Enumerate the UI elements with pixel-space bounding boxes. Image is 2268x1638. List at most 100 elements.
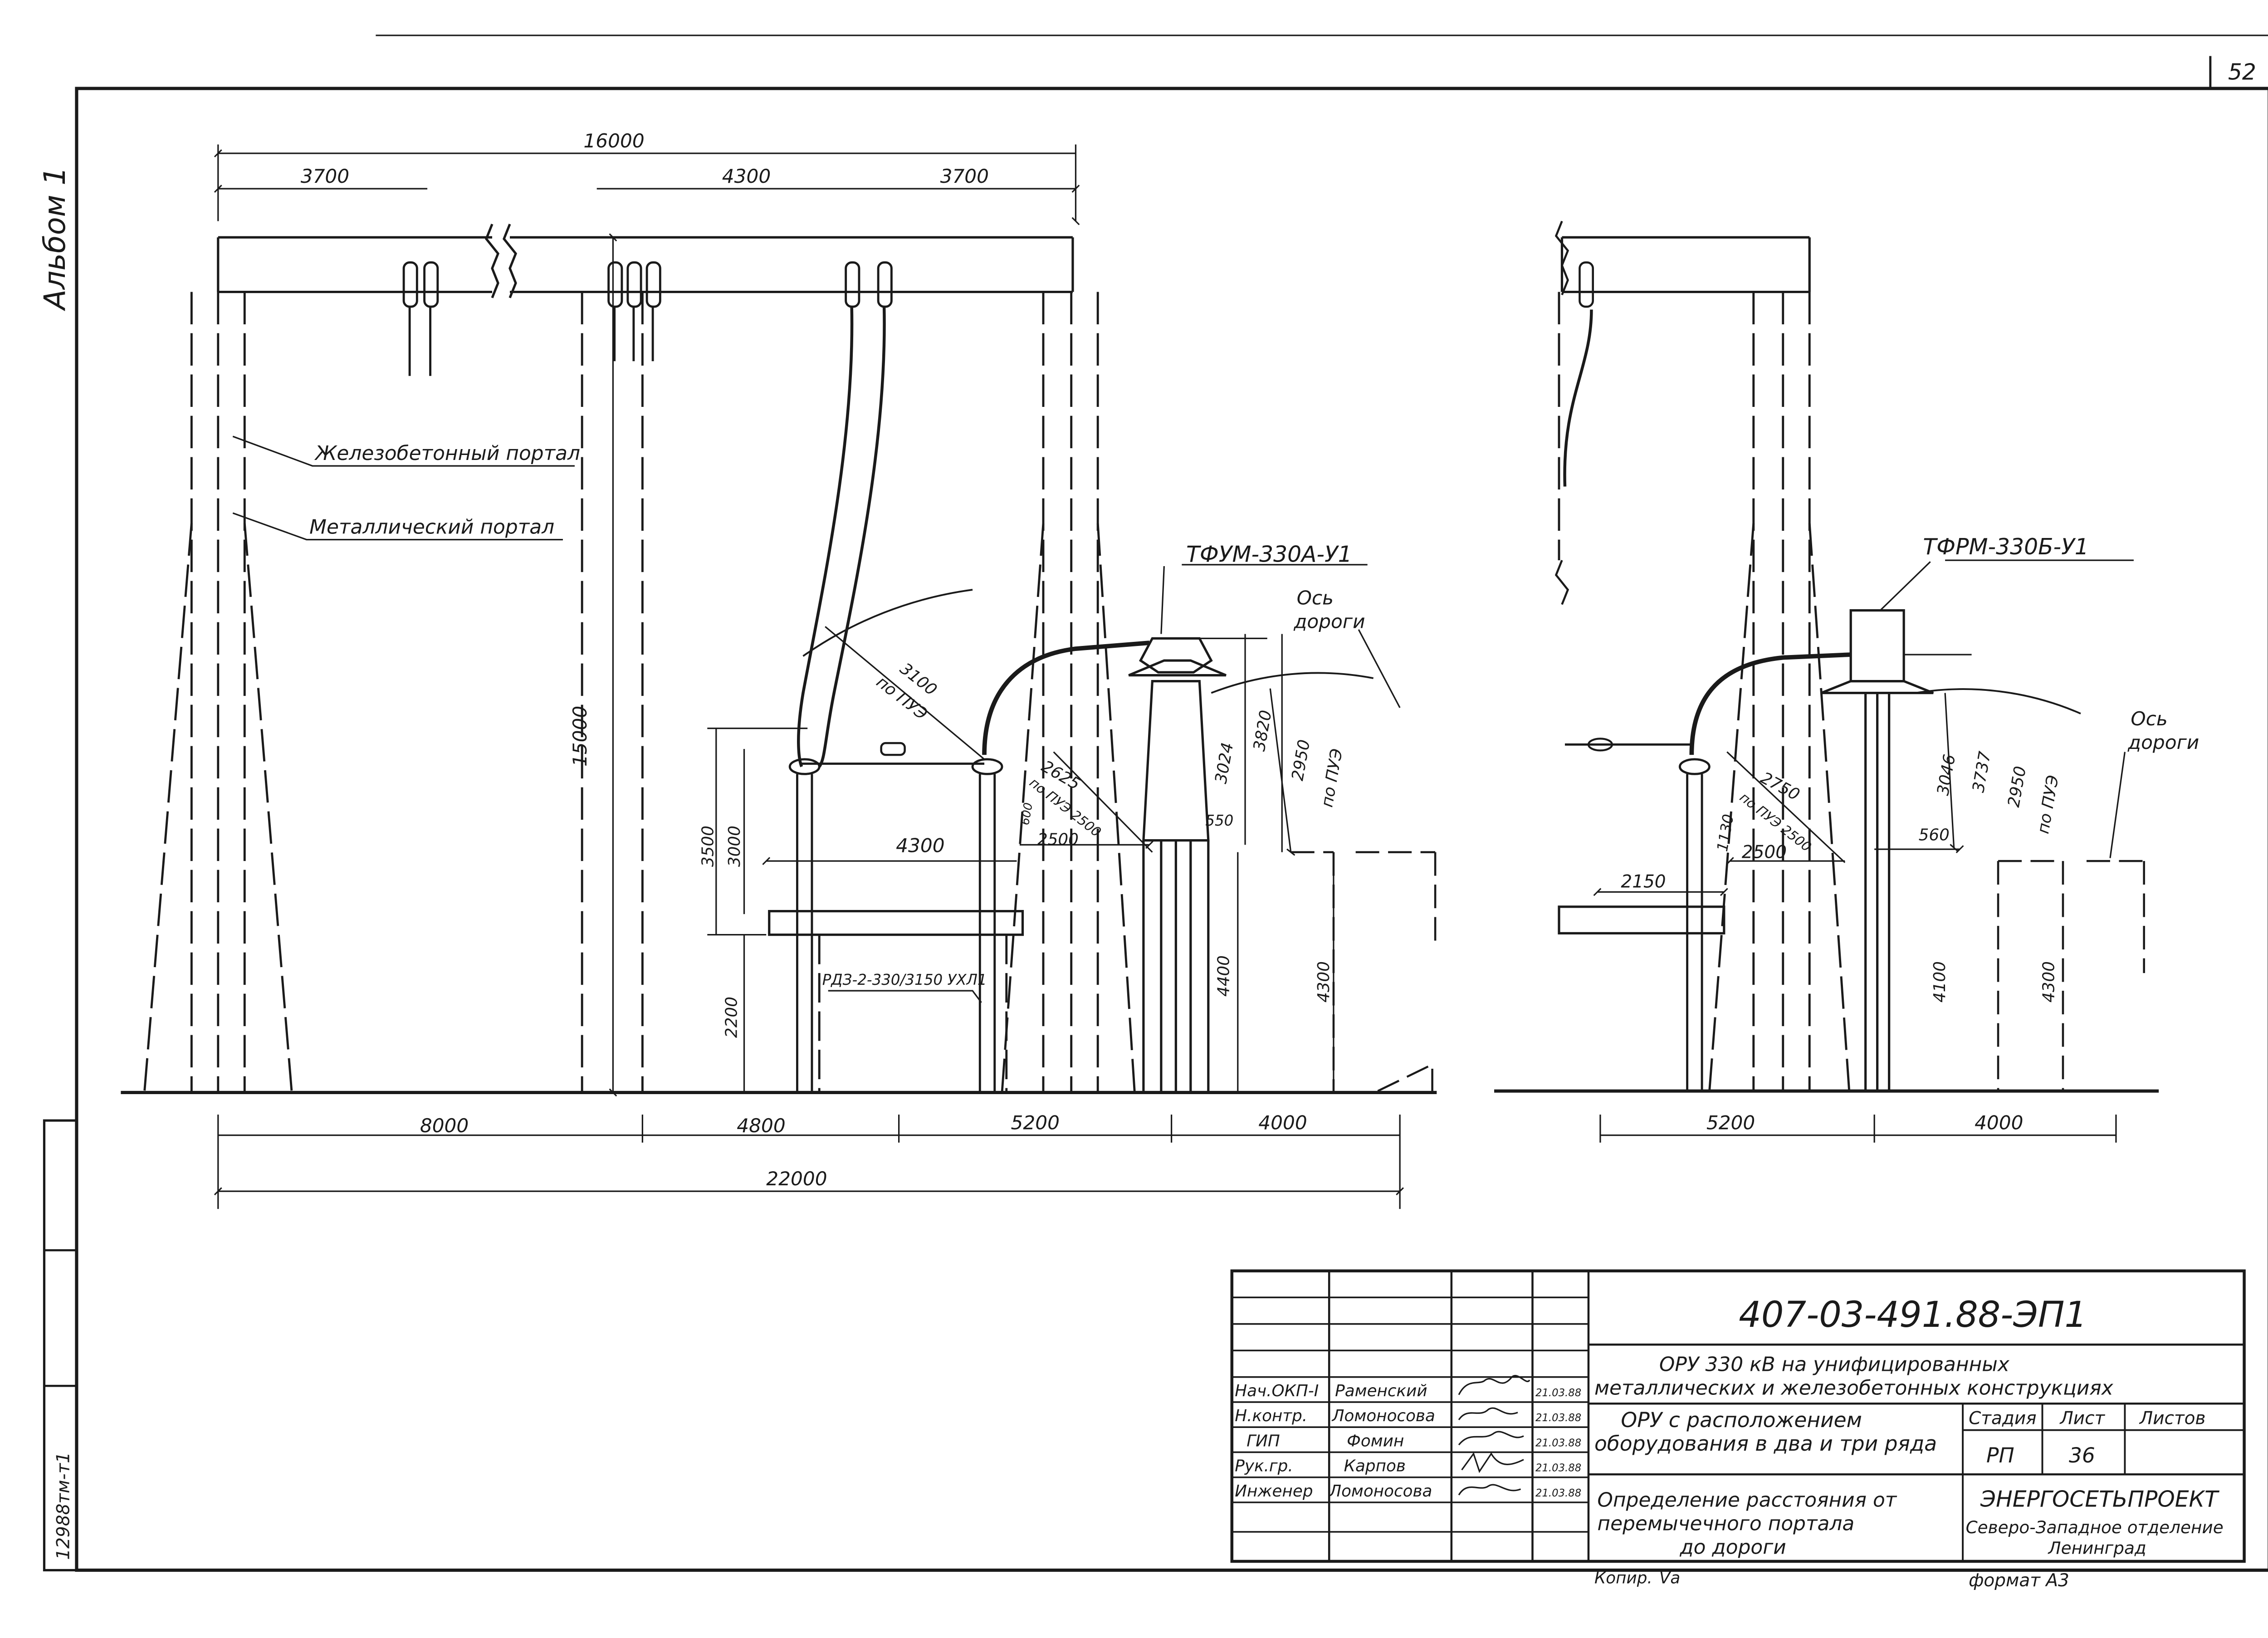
org-line-3: Ленинград bbox=[2048, 1538, 2146, 1558]
left-view: 16000 3700 4300 3700 Железобетонный порт… bbox=[121, 130, 1437, 1209]
label-road-axis-right-2: дороги bbox=[2127, 731, 2199, 753]
safety-arc-right bbox=[1915, 688, 2081, 714]
drawing-line-2: оборудования в два и три ряда bbox=[1594, 1432, 1937, 1456]
dim-4400: 4400 bbox=[1214, 955, 1233, 997]
dim-3024: 3024 bbox=[1212, 741, 1237, 785]
sheets-label: Листов bbox=[2139, 1408, 2206, 1429]
dim-2750: 2750 bbox=[1758, 768, 1803, 804]
dim-bottom-5200-right: 5200 bbox=[1706, 1112, 1755, 1134]
dim-arc-2950-note-right: по ПУЭ bbox=[2034, 774, 2063, 835]
project-line-2: металлических и железобетонных конструкц… bbox=[1594, 1377, 2114, 1400]
label-road-axis-1: Ось bbox=[1297, 587, 1334, 609]
format-label: формат А3 bbox=[1969, 1570, 2069, 1591]
date: 21.03.88 bbox=[1535, 1387, 1581, 1399]
sheet-frame bbox=[43, 34, 2268, 1572]
doc-code: 407-03-491.88-ЭП1 bbox=[1739, 1295, 2087, 1335]
dim-560: 560 bbox=[1919, 826, 1950, 845]
drawing-line-1: ОРУ с расположением bbox=[1621, 1408, 1862, 1432]
dim-top-a: 3700 bbox=[301, 165, 349, 187]
sheet-line-1: Определение расстояния от bbox=[1597, 1489, 1897, 1512]
dim-top-b: 4300 bbox=[722, 165, 771, 187]
signature-row: Н.контр. Ломоносова 21.03.88 bbox=[1235, 1407, 1581, 1425]
sheet-value: 36 bbox=[2069, 1443, 2095, 1467]
dim-bottom-4000-right: 4000 bbox=[1975, 1112, 2023, 1134]
person-name: Ломоносова bbox=[1328, 1482, 1432, 1501]
dim-3820: 3820 bbox=[1250, 709, 1276, 753]
stage-value: РП bbox=[1986, 1443, 2014, 1467]
insulator-strings bbox=[402, 261, 893, 376]
copied-signature: Vа bbox=[1659, 1569, 1680, 1588]
safety-arc-3100 bbox=[802, 589, 973, 657]
signature-row: ГИП Фомин 21.03.88 bbox=[1246, 1431, 1581, 1450]
signature bbox=[1458, 1431, 1524, 1446]
signature bbox=[1461, 1452, 1524, 1473]
label-ct-left: ТФУМ-330А-У1 bbox=[1186, 542, 1352, 567]
dim-2500: 2500 bbox=[1037, 830, 1079, 849]
role: Инженер bbox=[1235, 1482, 1313, 1501]
role: Рук.гр. bbox=[1235, 1457, 1293, 1476]
portal-column-left bbox=[143, 292, 293, 1093]
dim-2200: 2200 bbox=[722, 997, 741, 1038]
person-name: Ломоносова bbox=[1331, 1407, 1435, 1425]
current-transformer-left bbox=[1128, 637, 1267, 1093]
label-road-axis-2: дороги bbox=[1293, 611, 1365, 633]
current-transformer-right bbox=[1821, 609, 1972, 1093]
person-name: Раменский bbox=[1335, 1382, 1427, 1400]
dim-bottom-5200: 5200 bbox=[1011, 1112, 1060, 1134]
person-name: Фомин bbox=[1347, 1432, 1404, 1450]
role: ГИП bbox=[1246, 1432, 1280, 1450]
inventory-number: 12988тм-т1 bbox=[54, 1452, 74, 1560]
right-view: ТФРМ-330Б-У1 2150 1130 2750 по ПУЭ 2500 … bbox=[1494, 220, 2199, 1143]
dim-arc-2950-note: по ПУЭ bbox=[1318, 747, 1346, 808]
signature bbox=[1458, 1407, 1518, 1420]
dim-bottom-4800: 4800 bbox=[737, 1115, 785, 1137]
project-line-1: ОРУ 330 кВ на унифицированных bbox=[1659, 1353, 2010, 1376]
signature-row: Нач.ОКП-I Раменский 21.03.88 bbox=[1235, 1375, 1581, 1400]
sheet-line-3: до дороги bbox=[1679, 1536, 1786, 1559]
org-line-1: ЭНЕРГОСЕТЬПРОЕКТ bbox=[1980, 1487, 2219, 1512]
dim-4300-road: 4300 bbox=[1315, 961, 1333, 1002]
date: 21.03.88 bbox=[1535, 1412, 1581, 1424]
dim-3500: 3500 bbox=[699, 826, 717, 867]
page-number: 52 bbox=[2228, 60, 2256, 85]
dim-3737: 3737 bbox=[1969, 750, 1994, 794]
portal-column-right-view bbox=[1558, 292, 1851, 1093]
date: 21.03.88 bbox=[1535, 1462, 1581, 1474]
label-road-axis-right-1: Ось bbox=[2131, 708, 2167, 730]
dim-bottom-8000: 8000 bbox=[420, 1115, 469, 1137]
dim-3046: 3046 bbox=[1934, 753, 1959, 797]
signature bbox=[1458, 1484, 1521, 1496]
dim-arc-2950: 2950 bbox=[1288, 738, 1314, 782]
date: 21.03.88 bbox=[1535, 1487, 1581, 1499]
dim-bottom-4000: 4000 bbox=[1258, 1112, 1307, 1134]
dim-bottom-22000: 22000 bbox=[766, 1168, 827, 1190]
dim-4300-mid: 4300 bbox=[896, 835, 944, 857]
label-ct-right: ТФРМ-330Б-У1 bbox=[1923, 534, 2088, 560]
label-metal-portal: Металлический портал bbox=[309, 516, 554, 539]
dim-3000: 3000 bbox=[725, 826, 744, 867]
album-label: Альбом 1 bbox=[38, 166, 72, 311]
portal-crossbeam-right bbox=[1560, 236, 1811, 293]
label-concrete-portal: Железобетонный портал bbox=[314, 442, 580, 465]
road-edge bbox=[1290, 851, 1437, 1093]
label-disconnector: РДЗ-2-330/3150 УХЛ1 bbox=[822, 971, 987, 988]
safety-arc-2950 bbox=[1211, 672, 1374, 694]
signature-row: Инженер Ломоносова 21.03.88 bbox=[1235, 1482, 1581, 1501]
drop-conductor bbox=[797, 306, 886, 768]
sheet-line-2: перемычечного портала bbox=[1597, 1512, 1854, 1535]
dim-2150: 2150 bbox=[1621, 872, 1666, 892]
dim-4100: 4100 bbox=[1931, 961, 1949, 1002]
signature-row: Рук.гр. Карпов 21.03.88 bbox=[1235, 1452, 1581, 1476]
org-line-2: Северо-Западное отделение bbox=[1966, 1517, 2224, 1537]
date: 21.03.88 bbox=[1535, 1437, 1581, 1449]
role: Н.контр. bbox=[1235, 1407, 1307, 1425]
signature bbox=[1458, 1375, 1530, 1395]
dim-top-c: 3700 bbox=[940, 165, 989, 187]
portal-column-middle bbox=[581, 292, 644, 1093]
dim-arc-2950-right: 2950 bbox=[2004, 765, 2030, 809]
dim-600: 600 bbox=[1018, 802, 1036, 826]
dim-4300-right: 4300 bbox=[2040, 961, 2058, 1002]
sheet-label: Лист bbox=[2059, 1408, 2105, 1429]
disconnector bbox=[768, 758, 1024, 1093]
